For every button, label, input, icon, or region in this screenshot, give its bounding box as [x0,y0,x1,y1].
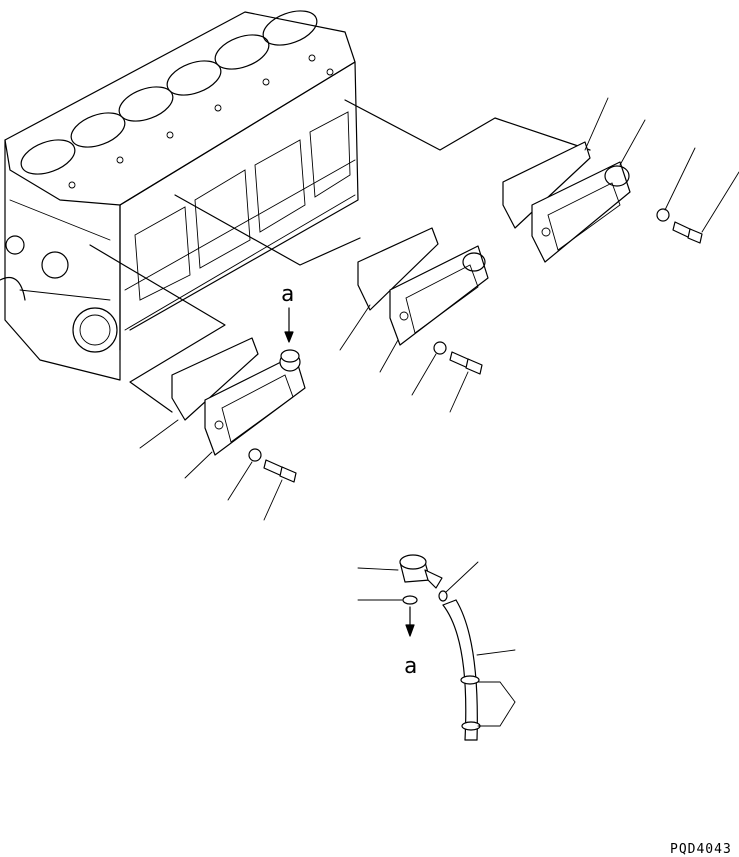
front-side-cover-assembly: a [89,244,306,521]
tube-o-ring [438,590,448,602]
rear-bolt [672,221,703,244]
engine-block [0,10,359,381]
front-bolt [263,459,297,483]
oil-filler-neck [279,349,301,372]
cylinder-bores [20,10,318,175]
front-washer [248,448,262,462]
middle-side-cover-assembly [174,194,489,413]
middle-bolt [449,351,483,375]
oil-filler-detail: a [357,554,516,741]
middle-washer [433,341,447,355]
middle-gasket [357,227,439,311]
filler-tube [442,599,478,741]
filler-cap [399,554,443,589]
tube-clips [460,675,481,731]
filler-seal [402,595,418,605]
view-label-a-top: a [281,282,294,307]
front-gasket [171,337,259,421]
deck-bolt-holes [68,54,334,189]
rear-side-cover-assembly [344,97,739,263]
view-label-a-bottom: a [404,654,417,679]
rear-washer [656,208,670,222]
rear-cover-plate [531,161,631,263]
drawing-code: PQD4043 [670,842,732,857]
rear-gasket [502,141,591,229]
